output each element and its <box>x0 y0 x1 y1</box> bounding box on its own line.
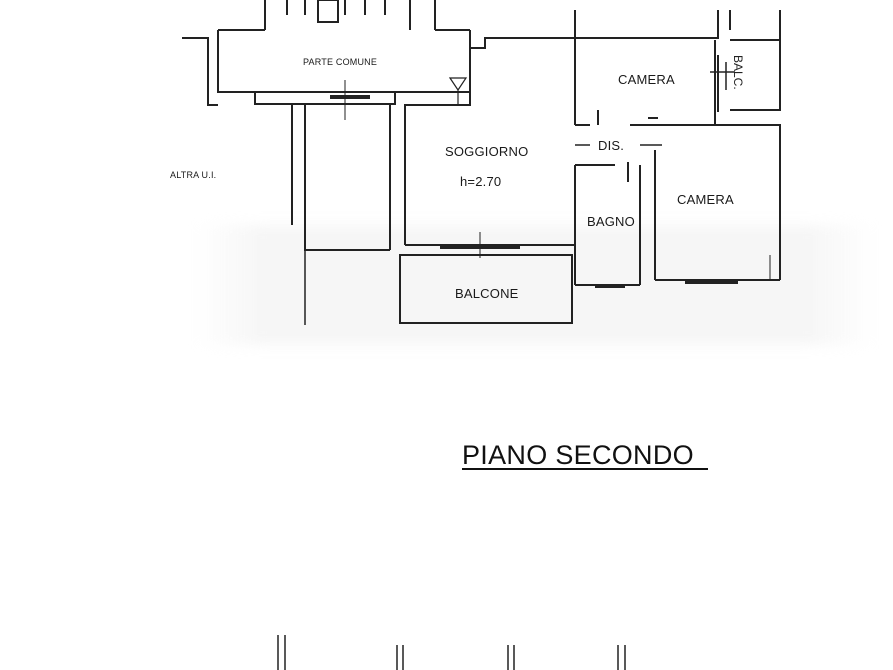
label-dis: DIS. <box>598 138 625 153</box>
wall-corridor-mid <box>304 104 390 251</box>
label-bagno: BAGNO <box>587 214 635 229</box>
label-camera-top: CAMERA <box>618 72 675 87</box>
wall-stairs <box>264 0 436 30</box>
label-balcone: BALCONE <box>455 286 519 301</box>
wall-camera-right-top <box>715 124 781 280</box>
wall-apartment-posts <box>574 10 781 40</box>
label-parte-comune: PARTE COMUNE <box>303 57 378 67</box>
wall-balc-small <box>730 39 781 111</box>
plan-title: PIANO SECONDO <box>462 440 694 470</box>
balcone-outline <box>399 254 573 324</box>
wall-soggiorno-left <box>404 48 471 245</box>
title-underline <box>462 468 708 470</box>
label-altra-ui: ALTRA U.I. <box>170 170 217 180</box>
wall-apartment-top <box>470 30 719 49</box>
wall-dis-marks <box>597 110 658 125</box>
lamp-symbol <box>448 77 468 105</box>
label-soggiorno: SOGGIORNO <box>445 144 529 159</box>
label-balc-small: BALC. <box>731 55 745 90</box>
wall-corridor-lintel <box>254 92 396 105</box>
bottom-columns <box>277 635 626 670</box>
label-camera-right: CAMERA <box>677 192 734 207</box>
wall-bagno-top <box>575 162 629 182</box>
door-balc <box>710 62 735 90</box>
stair-core <box>317 0 339 23</box>
label-height: h=2.70 <box>460 174 502 189</box>
wall-common-left <box>182 37 218 106</box>
